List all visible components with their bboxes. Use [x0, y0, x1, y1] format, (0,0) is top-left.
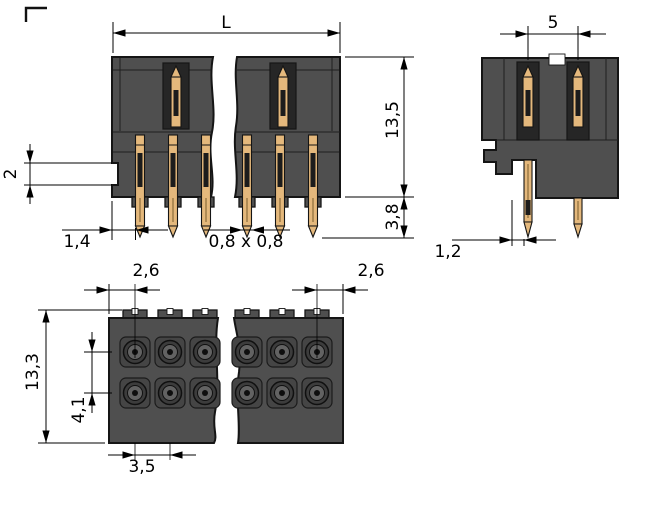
front-upper-pin — [170, 65, 182, 128]
side-view: 5 1,2 — [434, 13, 619, 262]
dimension-label-pin-protrusion: 3,8 — [383, 203, 403, 230]
dimension-pin-cross-section: 0,8 x 0,8 — [204, 226, 290, 252]
dimension-label-hole-pitch: 3,5 — [128, 457, 155, 477]
side-housing — [481, 53, 619, 199]
side-upper-pin — [572, 65, 584, 128]
dimension-housing-height: 13,5 — [345, 56, 414, 198]
bottom-view: 2,6 2,6 13,3 4,1 — [23, 261, 385, 477]
bottom-housing-left — [108, 308, 220, 444]
dimension-label-pin-row-spacing: 5 — [548, 13, 559, 33]
dimension-label-bottom-height: 13,3 — [23, 353, 43, 391]
side-top-notch — [548, 53, 566, 66]
dimension-bottom-height: 13,3 — [23, 309, 122, 444]
pin-hole — [266, 377, 298, 409]
dimension-pin-row-spacing: 5 — [500, 13, 606, 60]
dimension-step: 2 — [1, 144, 112, 204]
dimension-label-length: L — [221, 13, 231, 33]
side-pin-tails — [523, 159, 583, 240]
pin-hole — [119, 377, 151, 409]
bottom-housing-right — [232, 308, 344, 444]
dimension-edge-to-pin: 1,4 — [62, 201, 168, 252]
pin-hole — [231, 336, 263, 368]
dimension-label-edge-to-hole-left: 2,6 — [132, 261, 159, 281]
pin-hole — [154, 377, 186, 409]
dimension-label-step: 2 — [1, 169, 21, 180]
side-upper-pin — [522, 65, 534, 128]
dimension-edge-to-first-pin: 1,2 — [434, 200, 556, 262]
front-view: L 13,5 3,8 2 1,4 — [1, 13, 414, 252]
dimension-hole-pitch: 3,5 — [108, 443, 196, 477]
dimension-label-housing-height: 13,5 — [383, 101, 403, 139]
dimension-label-edge-to-pin: 1,4 — [63, 232, 90, 252]
dimension-hole-row-offset: 4,1 — [69, 332, 112, 424]
pin-hole — [231, 377, 263, 409]
dimension-label-hole-row-offset: 4,1 — [69, 396, 89, 423]
dimension-edge-to-hole-left: 2,6 — [84, 261, 160, 358]
dimension-label-pin-cross-section: 0,8 x 0,8 — [209, 232, 284, 252]
dimension-label-edge-to-first-pin: 1,2 — [434, 242, 461, 262]
dimension-edge-to-hole-right: 2,6 — [292, 261, 385, 358]
pin-hole — [189, 377, 221, 409]
dimension-pin-protrusion: 3,8 — [322, 197, 414, 239]
dimension-length: L — [112, 13, 341, 53]
dimension-label-edge-to-hole-right: 2,6 — [357, 261, 384, 281]
front-upper-pin — [277, 65, 289, 128]
pin-hole — [266, 336, 298, 368]
pin-hole — [301, 377, 333, 409]
drawing-frame-corner — [24, 6, 47, 22]
front-housing — [111, 56, 341, 198]
pin-hole — [189, 336, 221, 368]
pin-hole — [154, 336, 186, 368]
